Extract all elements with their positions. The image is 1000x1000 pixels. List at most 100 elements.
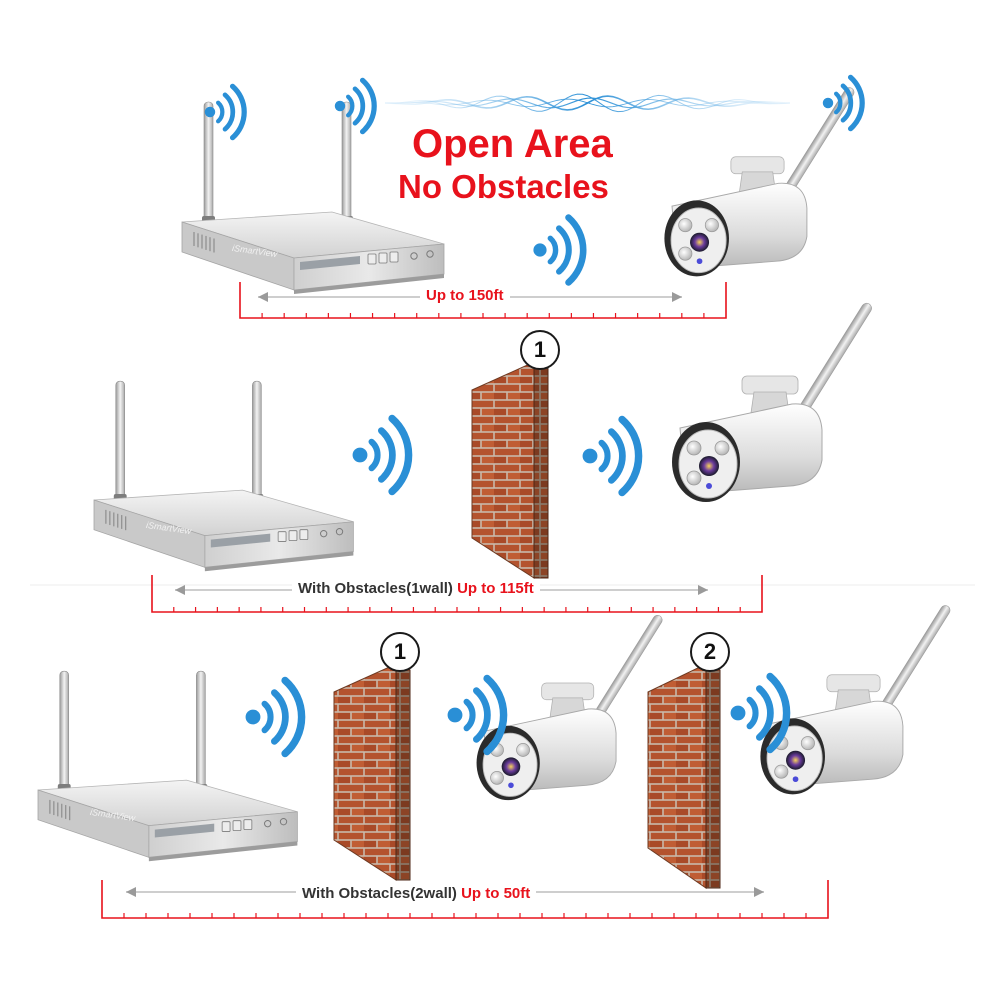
nvr-brand-strip [154,823,215,838]
camera-mount-plate [541,682,595,701]
wifi-signal-icon [447,674,508,756]
camera-ir-led [516,743,530,757]
camera-sensor [696,258,703,265]
camera-ir-led [678,218,693,233]
wave-line [384,97,791,109]
range-arrow-head-right [754,887,764,897]
nvr-brand-strip [210,533,271,548]
nvr-front [148,811,298,858]
nvr-button [299,529,309,540]
nvr-button [221,821,231,832]
nvr-front [204,521,354,568]
wall-face [471,361,535,579]
nvr-shadow [148,841,298,862]
brick-wall-icon [471,361,549,579]
nvr-led [279,818,288,826]
range-arrow-head-left [258,292,268,302]
wifi-dot [822,97,834,109]
nvr-button [288,530,298,541]
headline-line-1: Open Area [412,122,613,166]
camera-antenna [882,605,951,709]
nvr-led [335,528,344,536]
wifi-signal-icon [533,214,587,286]
range-bracket [101,880,829,919]
wifi-dot [533,243,547,257]
wifi-arc [556,225,572,275]
wifi-signal-icon [582,415,643,497]
wave-line [384,93,791,113]
nvr-brand-strip [300,256,360,270]
wifi-arc [618,415,643,497]
wifi-arc [378,427,396,483]
wifi-signal-icon [822,74,865,132]
wall-side [533,361,549,579]
range-label-prefix: With Obstacles(2wall) [302,885,462,902]
wifi-arc [473,687,491,743]
wifi-signal-icon [334,77,377,135]
range-bracket [239,282,727,319]
range-arrow-head-left [126,887,136,897]
wifi-arc [222,92,236,132]
camera-lens [786,750,806,770]
wifi-arc [359,77,377,135]
wall-face [647,663,707,889]
wifi-arc [281,676,306,758]
wifi-arc [547,235,559,265]
nvr-button [277,531,287,542]
wifi-arc [271,689,289,745]
wifi-dot [334,100,346,112]
camera-ir-led [774,764,789,779]
wall-number-badge: 1 [520,330,560,370]
wifi-arc [352,86,366,126]
wifi-arc [756,685,774,741]
antenna [196,670,206,789]
camera-ir-led [800,736,815,751]
wifi-arc [346,94,355,118]
camera-ir-led [704,218,719,233]
camera-mount-plate [741,375,799,395]
antenna [341,101,352,221]
range-label-two-walls: With Obstacles(2wall) Up to 50ft [296,885,537,902]
camera-ir-led [686,470,702,486]
nvr-button [389,251,399,263]
wifi-signal-icon [245,676,306,758]
wifi-arc [608,428,626,484]
camera-sensor [508,782,514,789]
wifi-arc [368,438,381,472]
camera-antenna [800,302,872,412]
camera-lens [690,232,710,252]
camera-mount-plate [730,156,785,175]
wifi-dot [352,447,368,463]
camera-ir-led [678,246,693,261]
camera-ir-led [686,440,702,456]
headline-line-2: No Obstacles [398,168,609,205]
range-bracket-line [101,880,829,919]
antenna [203,101,214,221]
nvr-button [232,820,242,831]
wifi-arc [847,74,865,132]
range-label-distance: Up to 50ft [461,885,531,902]
wifi-dot [245,709,261,725]
wifi-arc [598,439,611,473]
nvr-router-icon [181,101,445,294]
camera-antenna [786,87,855,191]
range-label-distance: Up to 115ft [457,580,534,597]
wall-number-badge: 2 [690,632,730,672]
camera-lens [699,456,719,476]
camera-icon [760,605,951,795]
brick-wall-icon [333,663,411,881]
brick-wall-icon [647,663,721,889]
nvr-shadow [294,274,444,294]
nvr-shadow [204,551,354,572]
wifi-signal-icon [730,672,791,754]
nvr-button [367,253,377,265]
nvr-router-icon [93,380,354,572]
wifi-arc [483,674,508,756]
camera-sensor [792,776,799,783]
wifi-dot [447,707,463,723]
camera-lens [501,757,521,776]
wifi-signal-icon [204,83,247,141]
wifi-arc [565,214,587,286]
